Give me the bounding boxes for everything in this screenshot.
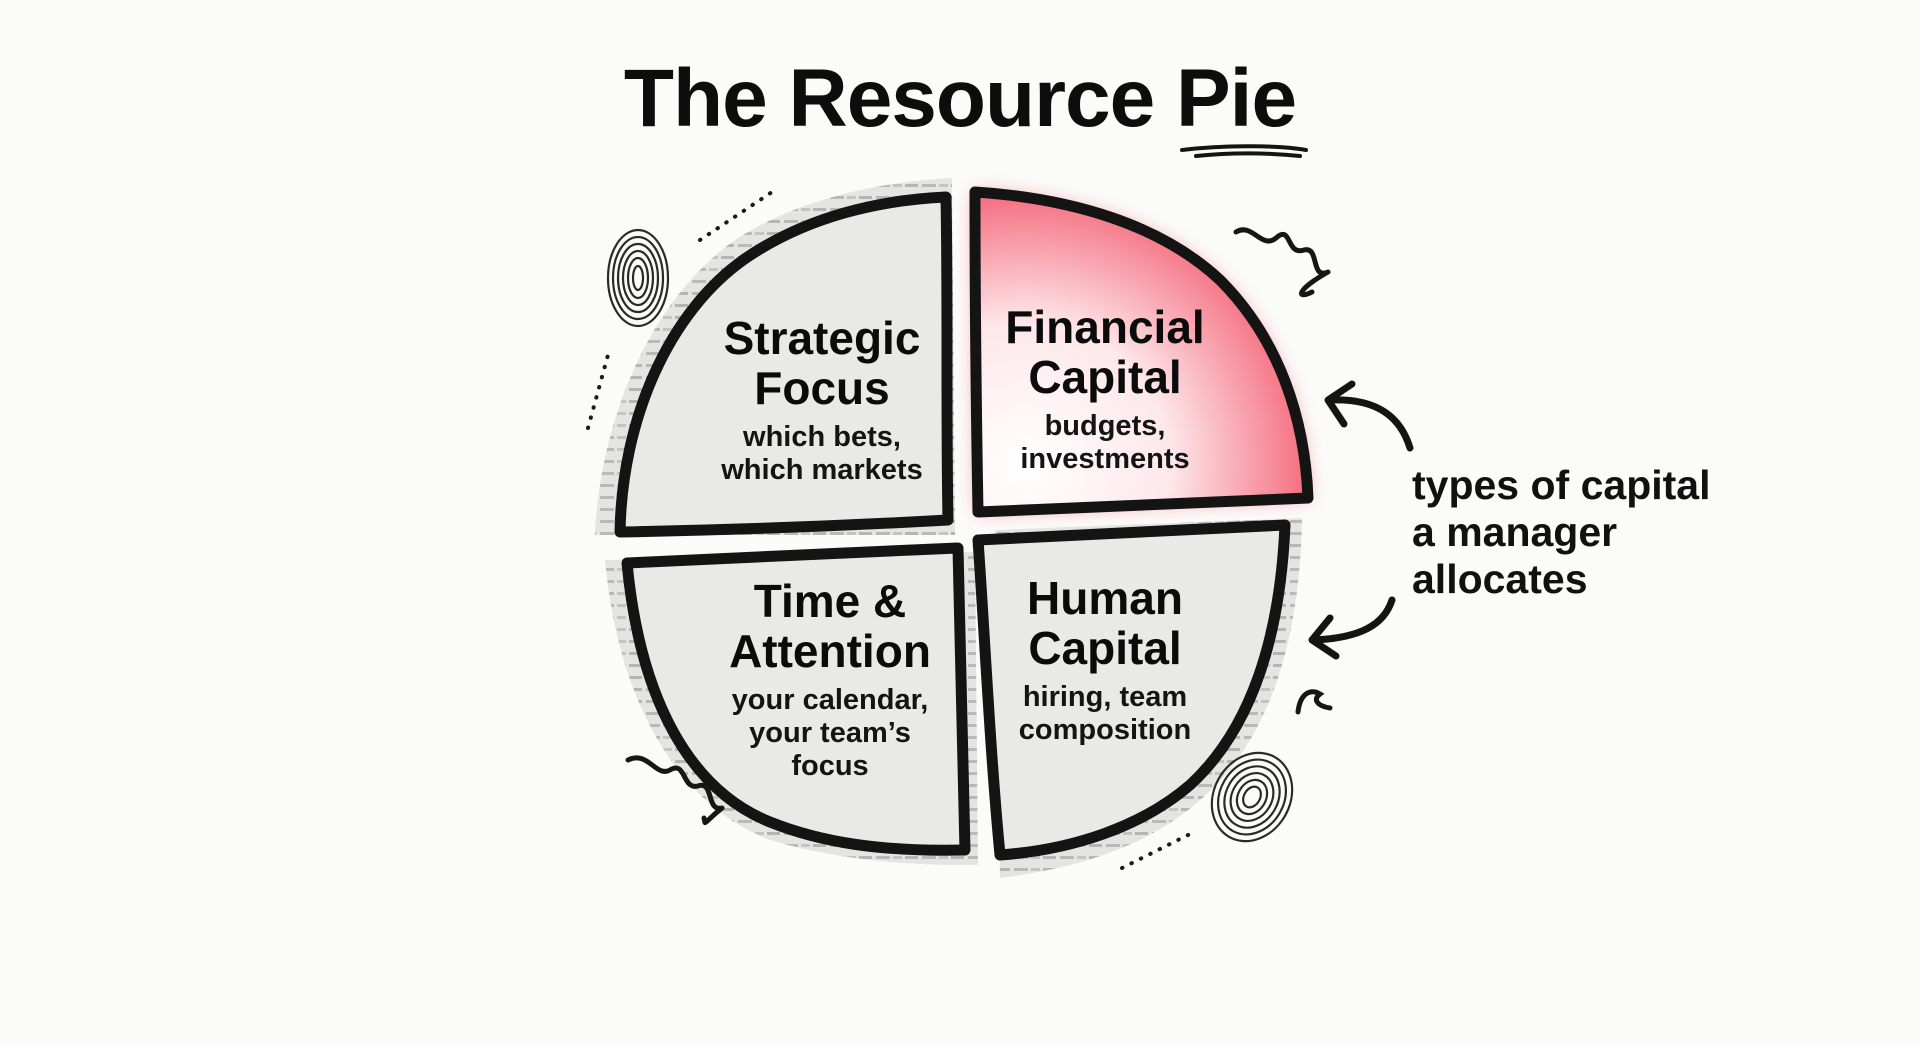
quadrant-label-financial-capital: Financial Capital budgets, investments	[975, 302, 1235, 476]
quadrant-subtitle-line: investments	[1020, 443, 1190, 475]
quadrant-subtitle-line: composition	[1018, 714, 1192, 746]
quadrant-title-line: Capital	[1028, 622, 1182, 674]
dotted-line-decoration	[586, 190, 1192, 870]
quadrant-financial-capital	[969, 186, 1314, 518]
quadrant-subtitle: hiring, team composition	[975, 681, 1235, 747]
quadrant-subtitle: which bets, which markets	[692, 421, 952, 487]
quadrant-subtitle-line: which bets,	[743, 421, 901, 453]
fingerprint-icon	[606, 228, 670, 328]
quadrant-title: Time & Attention	[690, 576, 970, 676]
squiggle-icon	[625, 755, 725, 826]
annotation-line: types of capital	[1412, 462, 1711, 508]
title-underline-scribble	[1180, 144, 1308, 158]
annotation-line: a manager	[1412, 509, 1618, 555]
quadrant-title: Human Capital	[975, 573, 1235, 673]
quadrant-subtitle-line: budgets,	[1044, 410, 1166, 442]
curved-arrow-icon	[1308, 596, 1396, 660]
quadrant-label-human-capital: Human Capital hiring, team composition	[975, 573, 1235, 747]
quadrant-subtitle-line: focus	[791, 750, 869, 782]
quadrant-title-line: Human	[1027, 572, 1183, 624]
quadrant-strategic-focus	[595, 178, 955, 538]
quadrant-subtitle-line: which markets	[721, 454, 923, 486]
quadrant-title: Financial Capital	[975, 302, 1235, 402]
quadrant-title-line: Time &	[753, 575, 907, 627]
quadrant-subtitle: your calendar, your team’s focus	[690, 684, 970, 783]
quadrant-title-line: Capital	[1028, 351, 1182, 403]
quadrant-title-line: Attention	[729, 625, 931, 677]
quadrant-title: Strategic Focus	[692, 313, 952, 413]
quadrant-subtitle: budgets, investments	[975, 410, 1235, 476]
fingerprint-icon	[1210, 751, 1294, 843]
squiggle-icon	[1295, 689, 1333, 715]
quadrant-subtitle-line: your team’s	[749, 717, 911, 749]
page-title: The Resource Pie	[623, 53, 1297, 144]
curved-arrow-icon	[1324, 380, 1414, 452]
quadrant-label-strategic-focus: Strategic Focus which bets, which market…	[692, 313, 952, 487]
quadrant-subtitle-line: your calendar,	[731, 684, 929, 716]
quadrant-label-time-attention: Time & Attention your calendar, your tea…	[690, 576, 970, 783]
annotation-line: allocates	[1412, 556, 1588, 602]
quadrant-title-line: Focus	[754, 362, 890, 414]
capital-types-annotation: types of capital a manager allocates	[1412, 462, 1772, 603]
squiggle-icon	[1233, 227, 1331, 298]
quadrant-title-line: Strategic	[723, 312, 921, 364]
quadrant-title-line: Financial	[1005, 301, 1205, 353]
quadrant-human-capital	[972, 518, 1302, 878]
quadrant-subtitle-line: hiring, team	[1022, 681, 1188, 713]
